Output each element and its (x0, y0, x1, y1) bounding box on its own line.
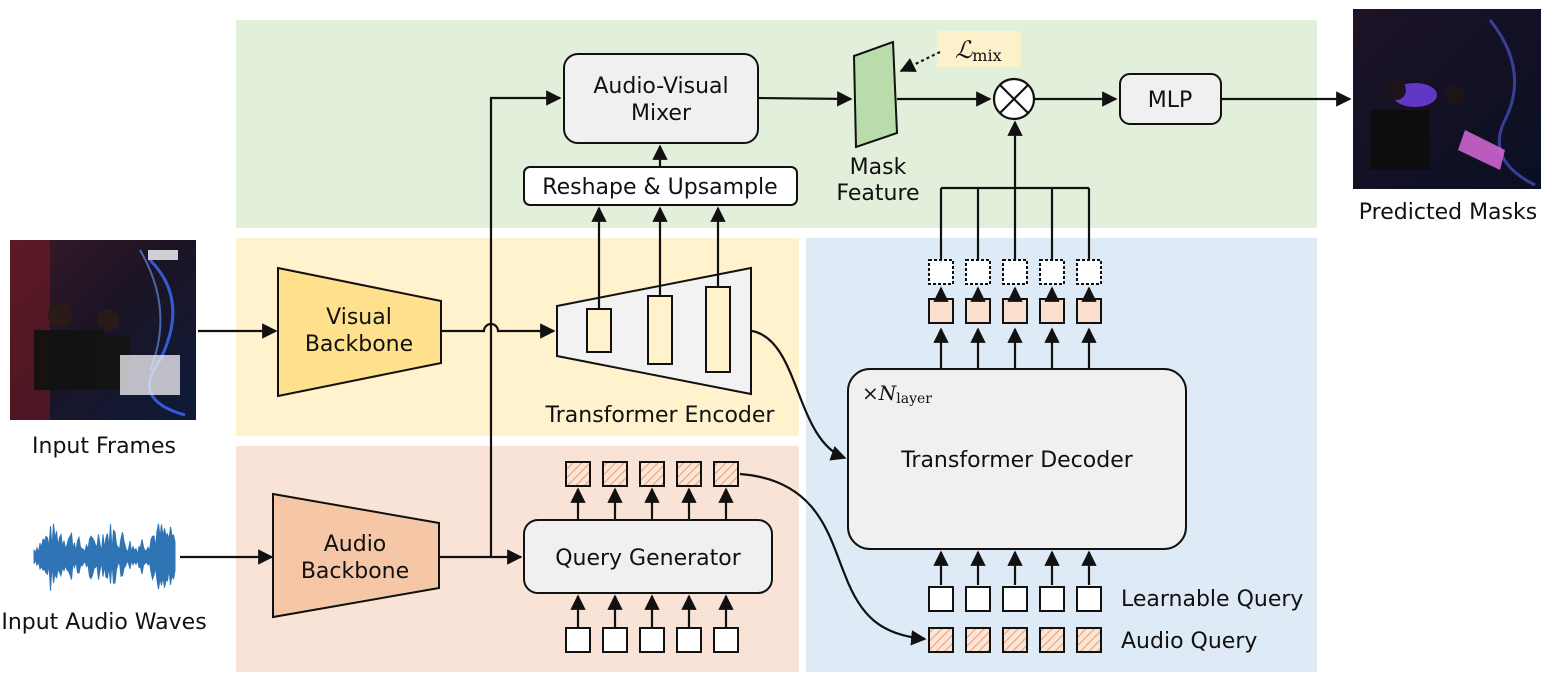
decoder-audio-query-1 (928, 627, 954, 653)
qg-input-token-2 (602, 627, 628, 653)
multiply-icon (992, 77, 1036, 121)
audio-backbone (272, 492, 440, 619)
decoder-output-token-1 (928, 298, 954, 324)
audio-query-token-1 (565, 461, 591, 487)
mask-embedding-token-1 (928, 259, 954, 285)
mask-feature-label-1: Mask (850, 155, 907, 180)
visual-backbone (277, 266, 442, 398)
learnable-query-token-4 (1039, 586, 1065, 612)
learnable-query-token-3 (1002, 586, 1028, 612)
mlp-label: MLP (1148, 88, 1193, 113)
decoder-output-token-2 (965, 298, 991, 324)
learnable-query-token-5 (1076, 586, 1102, 612)
encoder-feature-2 (647, 295, 673, 365)
decoder-audio-query-4 (1039, 627, 1065, 653)
decoder-audio-query-2 (965, 627, 991, 653)
visual-backbone-label-1: Visual (326, 305, 392, 330)
mask-embedding-token-3 (1002, 259, 1028, 285)
mask-embedding-token-5 (1076, 259, 1102, 285)
decoder-output-token-5 (1076, 298, 1102, 324)
decoder-output-links (939, 120, 1091, 260)
mask-embedding-token-2 (965, 259, 991, 285)
query-generator-inputs (565, 594, 739, 653)
audio-waveform-icon (33, 523, 176, 591)
loss-badge (937, 31, 1021, 67)
query-generator-outputs (565, 461, 739, 520)
visual-backbone-label-2: Backbone (305, 332, 413, 357)
reshape-upsample-label: Reshape & Upsample (542, 175, 777, 200)
decoder-audio-query-3 (1002, 627, 1028, 653)
audio-query-token-5 (713, 461, 739, 487)
audio-backbone-label-2: Backbone (301, 559, 409, 584)
input-audio-waves-label: Input Audio Waves (1, 610, 206, 635)
encoder-feature-3 (705, 286, 731, 373)
decoder-output-token-4 (1039, 298, 1065, 324)
encoder-feature-1 (586, 308, 612, 353)
mask-embedding-token-4 (1039, 259, 1065, 285)
query-generator-label: Query Generator (555, 546, 742, 571)
av-mixer-label-1: Audio-Visual (593, 74, 728, 99)
audio-query-token-2 (602, 461, 628, 487)
transformer-encoder-label: Transformer Encoder (545, 403, 776, 428)
mask-feature (852, 40, 899, 149)
input-frames-image (10, 240, 196, 420)
decoder-output-token-3 (1002, 298, 1028, 324)
loss-label: ℒmix (955, 36, 1002, 65)
audio-backbone-label-1: Audio (324, 532, 387, 557)
learnable-query-token-2 (965, 586, 991, 612)
predicted-masks-image (1353, 9, 1541, 189)
decoder-layer-label: ×Nlayer (862, 381, 932, 407)
query-generator (523, 519, 773, 594)
audio-query-label: Audio Query (1121, 629, 1257, 654)
qg-input-token-5 (713, 627, 739, 653)
audio-query-token-3 (639, 461, 665, 487)
predicted-masks-label: Predicted Masks (1359, 200, 1537, 225)
qg-input-token-3 (639, 627, 665, 653)
input-frames-label: Input Frames (32, 434, 176, 459)
qg-input-token-1 (565, 627, 591, 653)
learnable-query-token-1 (928, 586, 954, 612)
transformer-decoder-label: Transformer Decoder (900, 448, 1134, 473)
transformer-decoder (847, 368, 1187, 550)
audio-query-token-4 (676, 461, 702, 487)
qg-input-token-4 (676, 627, 702, 653)
mask-feature-label-2: Feature (836, 181, 919, 206)
decoder-audio-query-5 (1076, 627, 1102, 653)
av-mixer-label-2: Mixer (631, 101, 692, 126)
learnable-query-label: Learnable Query (1121, 587, 1303, 612)
